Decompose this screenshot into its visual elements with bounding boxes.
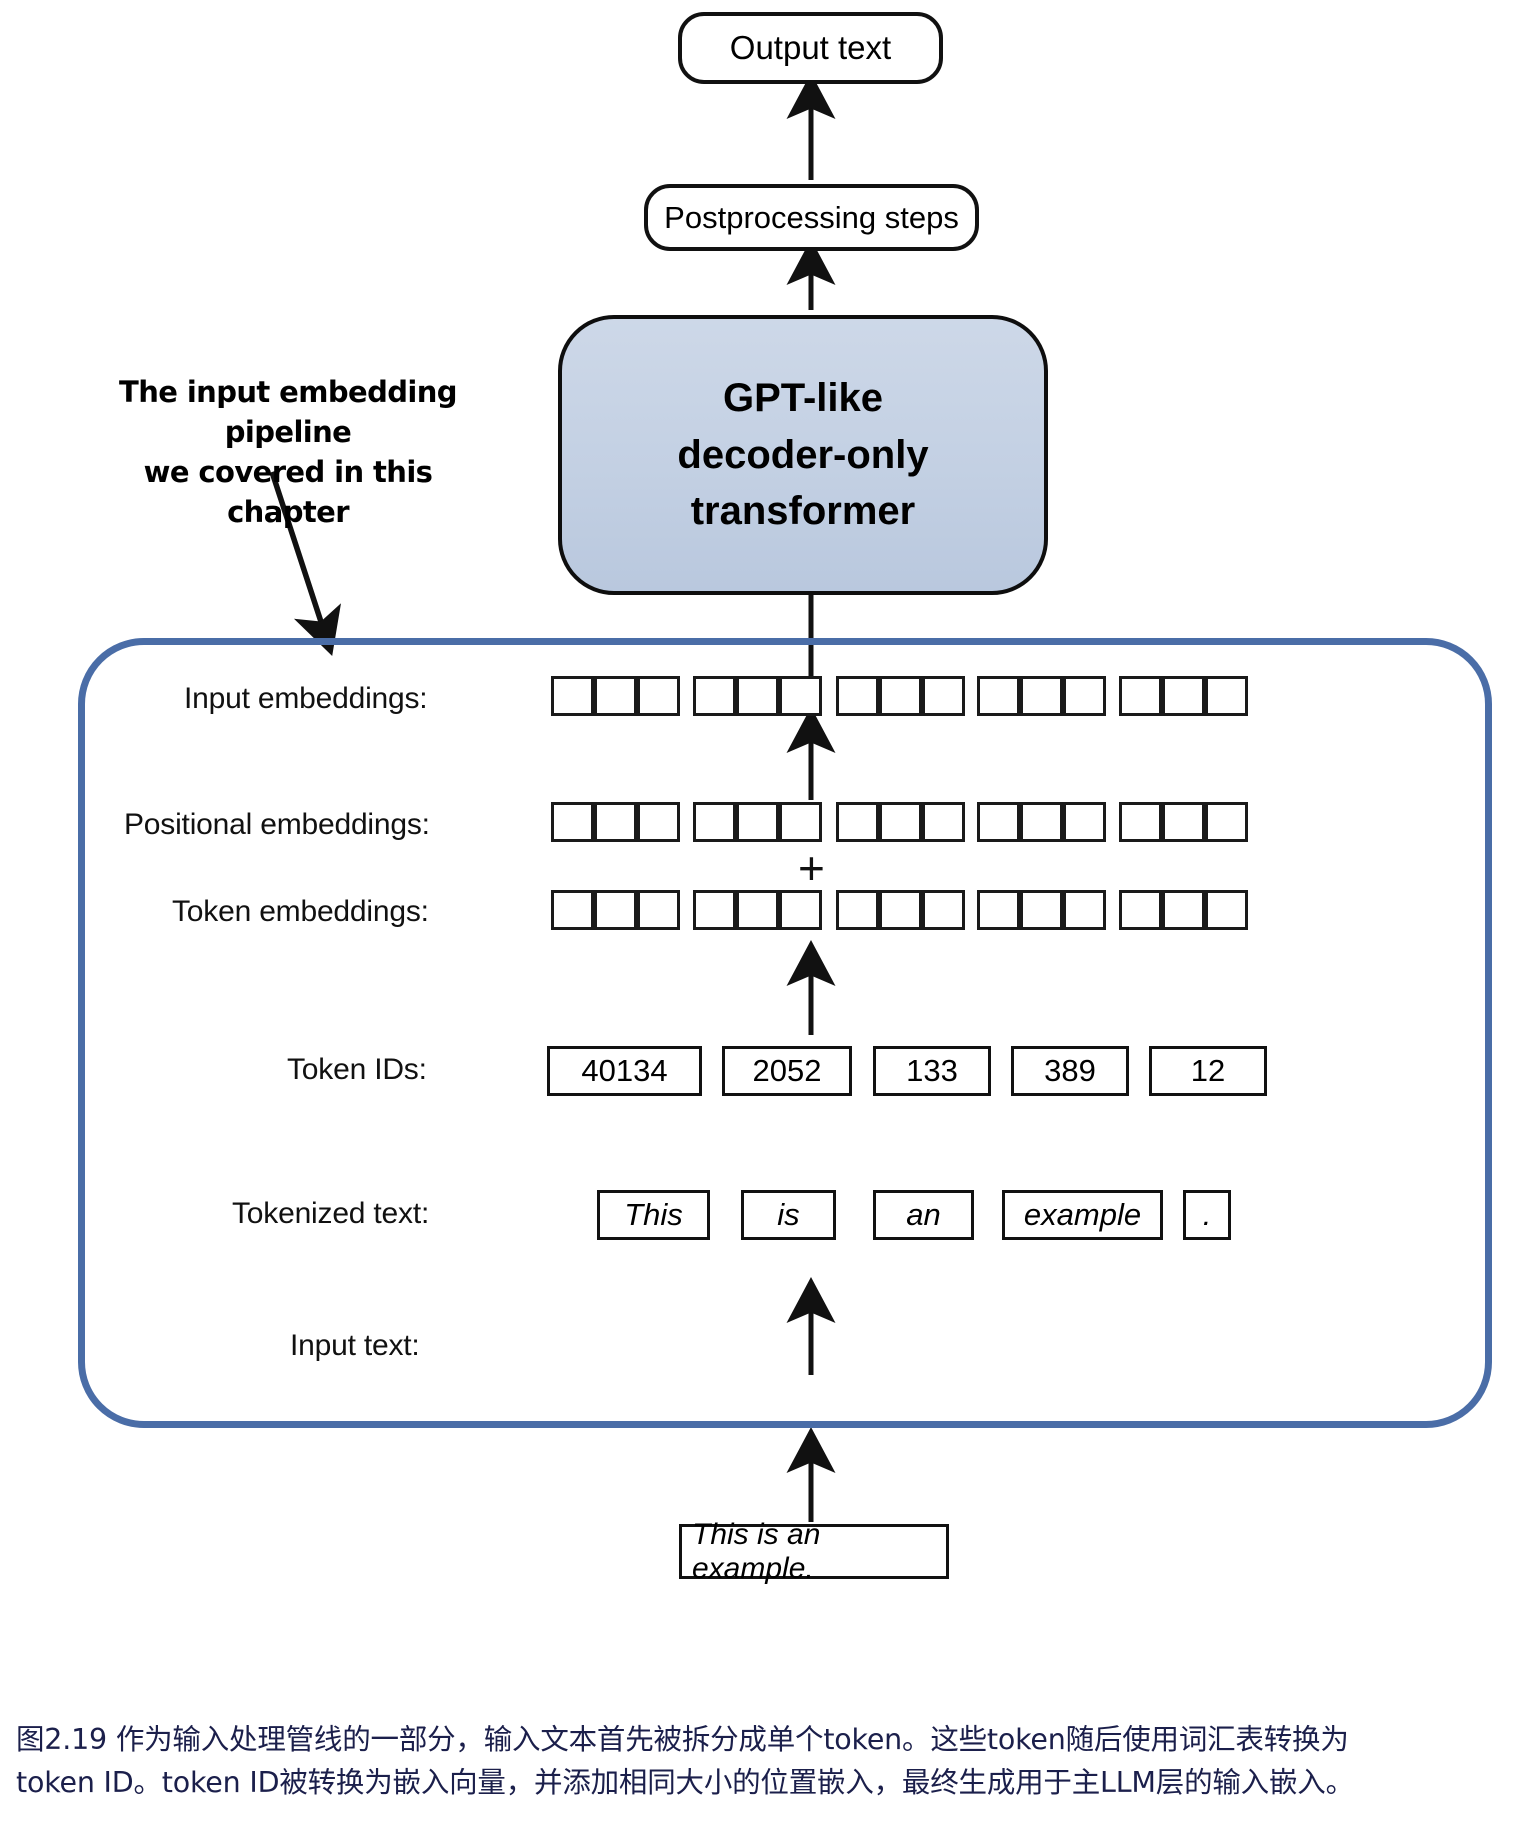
caption-line-2: token ID。token ID被转换为嵌入向量，并添加相同大小的位置嵌入，最… [16,1766,1354,1800]
input-embedding-group [977,676,1106,716]
token-box: This [597,1190,710,1240]
token-box: example [1002,1190,1163,1240]
embedding-cell [1063,676,1106,716]
label-token-embeddings: Token embeddings: [172,895,429,928]
transformer-label: GPT-like decoder-only transformer [677,375,929,534]
embedding-cell [551,676,594,716]
embedding-cell [693,890,736,930]
embedding-cell [1020,676,1063,716]
embedding-cell [1119,890,1162,930]
figure-caption: 图2.19 作为输入处理管线的一部分，输入文本首先被拆分成单个token。这些t… [16,1718,1500,1805]
embedding-cell [637,890,680,930]
embedding-cell [594,676,637,716]
caption-line-1: 图2.19 作为输入处理管线的一部分，输入文本首先被拆分成单个token。这些t… [16,1723,1349,1756]
token-id-box: 12 [1149,1046,1267,1096]
positional-embedding-group [551,802,680,842]
embedding-cell [977,676,1020,716]
embedding-cell [1205,890,1248,930]
token-embedding-group [693,890,822,930]
label-token-ids: Token IDs: [287,1053,427,1086]
label-input-text: Input text: [290,1329,420,1362]
embedding-cell [1063,890,1106,930]
input-embedding-group [693,676,822,716]
postprocessing-steps-box: Postprocessing steps [644,184,979,251]
embedding-cell [1063,802,1106,842]
token-embedding-group [977,890,1106,930]
embedding-cell [922,676,965,716]
embedding-cell [779,890,822,930]
token-box: . [1183,1190,1231,1240]
embedding-cell [922,802,965,842]
token-id-box: 40134 [547,1046,702,1096]
input-embedding-pipeline-container [78,638,1492,1428]
token-box: an [873,1190,974,1240]
embedding-cell [736,802,779,842]
embedding-cell [736,890,779,930]
embedding-cell [1162,676,1205,716]
embedding-cell [1020,802,1063,842]
positional-embedding-group [693,802,822,842]
embedding-cell [1162,890,1205,930]
gpt-decoder-transformer-box: GPT-like decoder-only transformer [558,315,1048,595]
input-embedding-group [1119,676,1248,716]
embedding-cell [594,802,637,842]
label-tokenized-text: Tokenized text: [232,1197,430,1230]
embedding-cell [551,802,594,842]
embedding-cell [1020,890,1063,930]
embedding-cell [1162,802,1205,842]
token-id-box: 133 [873,1046,991,1096]
token-embedding-group [1119,890,1248,930]
embedding-cell [977,890,1020,930]
embedding-cell [977,802,1020,842]
input-embedding-group [836,676,965,716]
pipeline-annotation-text: The input embedding pipeline we covered … [119,375,458,530]
token-id-box: 389 [1011,1046,1129,1096]
token-box: is [741,1190,836,1240]
positional-embedding-group [1119,802,1248,842]
embedding-cell [637,676,680,716]
positional-embedding-group [836,802,965,842]
token-embedding-group [551,890,680,930]
embedding-cell [779,802,822,842]
input-embedding-group [551,676,680,716]
embedding-cell [1119,802,1162,842]
embedding-cell [1119,676,1162,716]
embedding-cell [922,890,965,930]
output-text-box: Output text [678,12,943,84]
embedding-cell [1205,802,1248,842]
embedding-cell [1205,676,1248,716]
embedding-cell [637,802,680,842]
embedding-cell [879,802,922,842]
embedding-cell [879,676,922,716]
label-input-embeddings: Input embeddings: [184,682,428,715]
label-positional-embeddings: Positional embeddings: [124,808,430,841]
input-text-box: This is an example. [679,1518,949,1585]
embedding-cell [879,890,922,930]
embedding-cell [836,802,879,842]
token-embedding-group [836,890,965,930]
embedding-cell [836,676,879,716]
embedding-cell [693,802,736,842]
positional-embedding-group [977,802,1106,842]
embedding-cell [551,890,594,930]
embedding-cell [836,890,879,930]
embedding-cell [736,676,779,716]
embedding-cell [693,676,736,716]
plus-operator: + [798,842,825,894]
token-id-box: 2052 [722,1046,852,1096]
embedding-cell [779,676,822,716]
embedding-cell [594,890,637,930]
